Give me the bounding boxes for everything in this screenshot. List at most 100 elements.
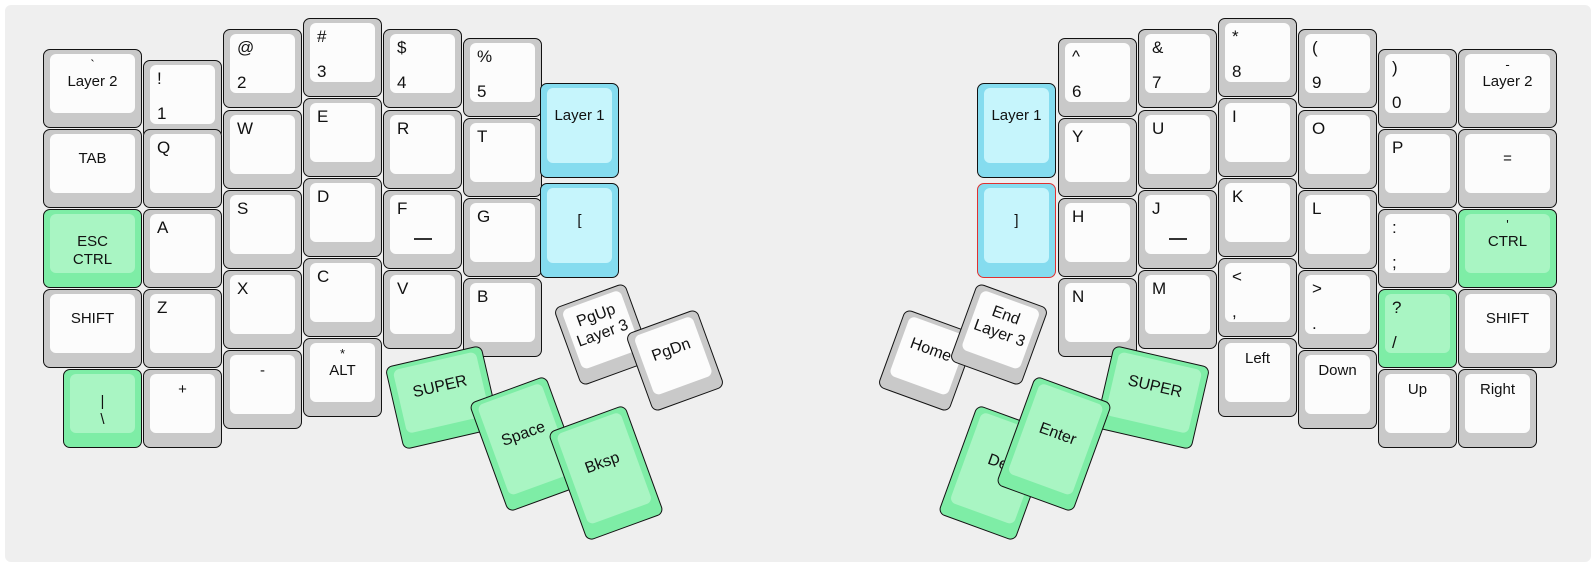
key-cap: Z (150, 294, 215, 353)
key-r-c5-r3[interactable]: L (1298, 190, 1377, 269)
key-r-c6-r4[interactable]: ?/ (1378, 289, 1457, 368)
key-cap: T (470, 123, 535, 182)
key-r-c7-r5[interactable]: Right (1458, 369, 1537, 448)
key-r-c4-r3[interactable]: K (1218, 178, 1297, 257)
key-r-c1-r1[interactable]: Layer 1 (977, 83, 1056, 178)
key-cap: |\ (70, 374, 135, 433)
key-legend-base: 4 (397, 73, 407, 92)
key-l-c2-r1[interactable]: !1 (143, 60, 222, 139)
key-r-c7-r1[interactable]: -Layer 2 (1458, 49, 1557, 128)
key-legend-base: 1 (157, 104, 167, 123)
key-r-c3-r1[interactable]: &7 (1138, 29, 1217, 108)
key-cap: Bksp (555, 411, 653, 526)
key-cap: S (230, 195, 295, 254)
key-cap: W (230, 115, 295, 174)
key-r-t-super[interactable]: SUPER (1094, 344, 1211, 451)
key-l-c4-r2[interactable]: E (303, 98, 382, 177)
key-legend: Enter (1011, 383, 1104, 487)
key-l-c6-r2[interactable]: T (463, 118, 542, 197)
key-l-c4-r3[interactable]: D (303, 178, 382, 257)
key-legend-base: SHIFT (70, 309, 115, 327)
key-l-c1-r2[interactable]: TAB (43, 129, 142, 208)
key-l-c5-r1[interactable]: $4 (383, 29, 462, 108)
key-r-c5-r5[interactable]: Down (1298, 350, 1377, 429)
key-l-c7-r1[interactable]: Layer 1 (540, 83, 619, 178)
key-r-c2-r4[interactable]: N (1058, 278, 1137, 357)
key-r-c2-r2[interactable]: Y (1058, 118, 1137, 197)
key-l-t-bksp[interactable]: Bksp (547, 404, 665, 542)
key-r-c6-r2[interactable]: P (1378, 129, 1457, 208)
key-cap: %5 (470, 43, 535, 102)
key-cap: E (310, 103, 375, 162)
key-r-c3-r3[interactable]: J (1138, 190, 1217, 269)
key-r-c3-r2[interactable]: U (1138, 110, 1217, 189)
key-legend-base: CTRL (1487, 233, 1528, 250)
key-legend-shifted: ) (1392, 58, 1398, 77)
key-l-c3-r5[interactable]: - (223, 350, 302, 429)
key-r-c7-r4[interactable]: SHIFT (1458, 289, 1557, 368)
key-l-c6-r4[interactable]: B (463, 278, 542, 357)
key-r-c7-r3[interactable]: 'CTRL (1458, 209, 1557, 288)
key-l-c2-r3[interactable]: A (143, 209, 222, 288)
key-r-c4-r1[interactable]: *8 (1218, 18, 1297, 97)
key-legend-base: + (178, 381, 187, 398)
key-legend-primary: SUPER (411, 372, 469, 402)
key-l-c3-r1[interactable]: @2 (223, 29, 302, 108)
key-r-c5-r1[interactable]: (9 (1298, 29, 1377, 108)
key-r-c6-r1[interactable]: )0 (1378, 49, 1457, 128)
key-l-c5-r4[interactable]: V (383, 270, 462, 349)
key-l-c2-r5[interactable]: + (143, 369, 222, 448)
key-l-c1-r4[interactable]: SHIFT (43, 289, 142, 368)
key-r-c3-r4[interactable]: M (1138, 270, 1217, 349)
key-l-c6-r1[interactable]: %5 (463, 38, 542, 117)
key-l-c4-r5[interactable]: *ALT (303, 338, 382, 417)
key-legend-base: ] (1014, 211, 1019, 229)
key-legend-shifted: ^ (1072, 47, 1080, 66)
key-cap: P (1385, 134, 1450, 193)
key-r-c6-r5[interactable]: Up (1378, 369, 1457, 448)
key-cap: Right (1465, 374, 1530, 433)
key-legend-base: 0 (1392, 93, 1402, 112)
key-l-c4-r1[interactable]: #3 (303, 18, 382, 97)
key-r-c1-r2[interactable]: ] (977, 183, 1056, 278)
key-r-c4-r4[interactable]: <, (1218, 258, 1297, 337)
key-l-c4-r4[interactable]: C (303, 258, 382, 337)
key-l-c7-r2[interactable]: [ (540, 183, 619, 278)
key-l-c3-r3[interactable]: S (223, 190, 302, 269)
key-legend-base: = (1503, 149, 1512, 167)
key-r-c7-r2[interactable]: = (1458, 129, 1557, 208)
key-r-c5-r4[interactable]: >. (1298, 270, 1377, 349)
key-cap: PgDn (633, 315, 714, 397)
key-cap: C (310, 263, 375, 322)
key-l-c2-r4[interactable]: Z (143, 289, 222, 368)
key-legend-shifted: ' (1506, 217, 1509, 232)
key-cap: &7 (1145, 34, 1210, 93)
key-l-c5-r2[interactable]: R (383, 110, 462, 189)
key-l-c5-r3[interactable]: F (383, 190, 462, 269)
key-l-c1-r5[interactable]: |\ (63, 369, 142, 448)
key-l-c6-r3[interactable]: G (463, 198, 542, 277)
key-legend-primary: ESC (77, 233, 108, 250)
key-legend-base: Layer 1 (991, 107, 1042, 124)
key-r-c2-r3[interactable]: H (1058, 198, 1137, 277)
key-l-c2-r2[interactable]: Q (143, 129, 222, 208)
key-legend-base: Y (1072, 127, 1084, 146)
key-r-c5-r2[interactable]: O (1298, 110, 1377, 189)
key-l-c1-r1[interactable]: `Layer 2 (43, 49, 142, 128)
key-legend-base: Right (1479, 381, 1516, 398)
key-r-c2-r1[interactable]: ^6 (1058, 38, 1137, 117)
key-cap: [ (547, 188, 612, 263)
key-legend-base: N (1072, 287, 1085, 306)
key-l-t-pgdn[interactable]: PgDn (625, 308, 725, 413)
key-r-c6-r3[interactable]: :; (1378, 209, 1457, 288)
key-legend-base: Layer 2 (67, 73, 118, 90)
key-cap: SHIFT (1465, 294, 1550, 353)
key-r-c4-r5[interactable]: Left (1218, 338, 1297, 417)
key-r-c4-r2[interactable]: I (1218, 98, 1297, 177)
key-l-c3-r2[interactable]: W (223, 110, 302, 189)
key-l-c3-r4[interactable]: X (223, 270, 302, 349)
key-legend-base: E (317, 107, 329, 126)
